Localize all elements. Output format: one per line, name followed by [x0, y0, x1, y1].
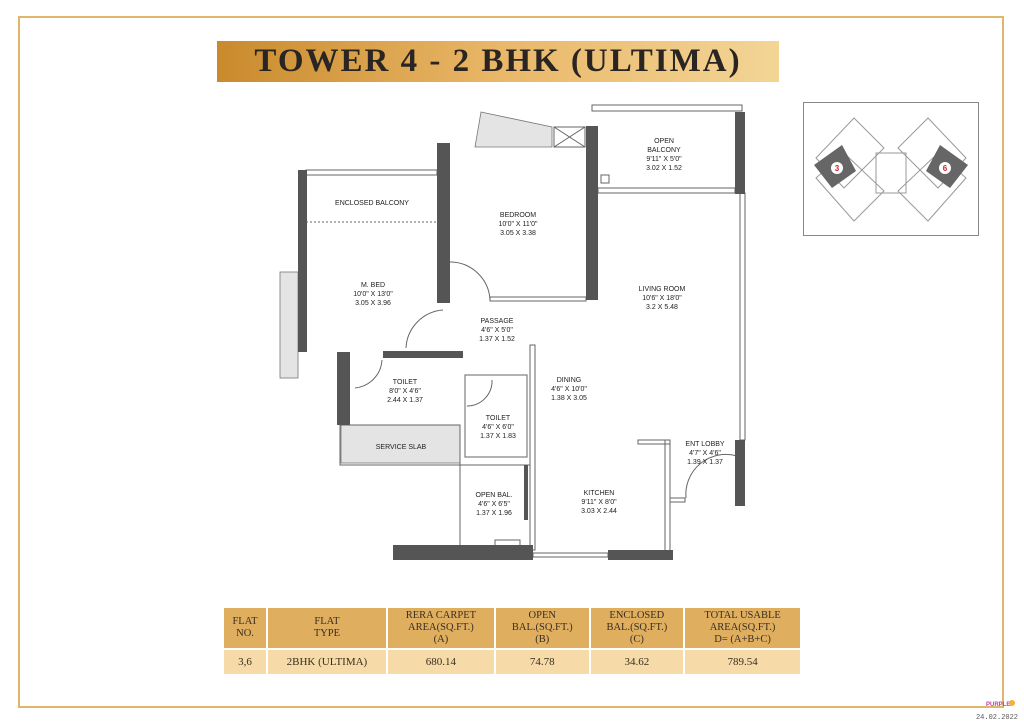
header-line: D= (A+B+C)	[714, 634, 771, 645]
dim-ft: 4'6" X 5'0"	[481, 327, 513, 334]
dim-ft: 4'7" X 4'6"	[689, 450, 721, 457]
shaded-areas	[279, 111, 553, 464]
label-service-slab: SERVICE SLAB	[376, 444, 427, 451]
label-bedroom: BEDROOM	[500, 212, 536, 219]
header-line: (B)	[535, 634, 550, 645]
dim-ft: 10'0" X 11'0"	[498, 221, 538, 228]
label-open-balcony: OPEN	[654, 138, 674, 145]
label-kitchen: KITCHEN	[584, 490, 615, 497]
dim-m: 2.44 X 1.37	[387, 397, 423, 404]
cell-flat-type: 2BHK (ULTIMA)	[266, 648, 388, 676]
key-plan-drawing: 3 6	[814, 117, 968, 222]
key-plan: 3 6	[803, 102, 979, 236]
page-border	[18, 16, 1004, 708]
label-open-balcony-2: BALCONY	[647, 147, 681, 154]
dim-ft: 10'0" X 13'0"	[353, 291, 393, 298]
dim-m: 1.37 X 1.52	[479, 336, 515, 343]
table-row: 3,6 2BHK (ULTIMA) 680.14 74.78 34.62 789…	[221, 648, 802, 676]
header-line: (A)	[433, 634, 449, 645]
dim-ft: 9'11" X 5'0"	[646, 156, 682, 163]
header-line: ENCLOSED	[609, 610, 665, 621]
dim-m: 1.37 X 1.83	[480, 433, 516, 440]
header-line: NO.	[236, 628, 254, 639]
label-enclosed-balcony: ENCLOSED BALCONY	[335, 200, 409, 207]
date-stamp: 24.02.2022	[975, 714, 1018, 722]
logo-text: PURPLE	[986, 702, 1010, 708]
dim-ft: 4'6" X 6'5"	[478, 501, 510, 508]
label-toilet-1: TOILET	[393, 379, 418, 386]
label-ent-lobby: ENT LOBBY	[685, 441, 724, 448]
purple-logo: PURPLE	[986, 700, 1015, 708]
room-labels: ENCLOSED BALCONY M. BED 10'0" X 13'0" 3.…	[335, 138, 725, 517]
label-living-room: LIVING ROOM	[639, 286, 686, 293]
header-line: TYPE	[313, 628, 341, 639]
cell-enclosed-bal: 34.62	[588, 648, 686, 676]
label-dining: DINING	[557, 377, 582, 384]
dim-m: 1.38 X 3.05	[551, 395, 587, 402]
cell-flat-no: 3,6	[221, 648, 269, 676]
label-toilet-2: TOILET	[486, 415, 511, 422]
service-slab-area	[340, 424, 461, 464]
header-line: BAL.(SQ.FT.)	[511, 622, 573, 633]
key-flat-3: 3	[835, 164, 840, 173]
header-line: OPEN	[528, 610, 556, 621]
header-line: AREA(SQ.FT.)	[408, 622, 474, 633]
dim-ft: 4'6" X 10'0"	[551, 386, 587, 393]
key-flat-6: 6	[943, 164, 948, 173]
structural-walls	[298, 112, 745, 560]
dim-ft: 8'0" X 4'6"	[389, 388, 421, 395]
title-banner: TOWER 4 - 2 BHK (ULTIMA)	[217, 41, 779, 82]
side-ledge	[279, 271, 299, 379]
header-line: BAL.(SQ.FT.)	[606, 622, 668, 633]
header-line: RERA CARPET	[405, 610, 477, 621]
header-line: (C)	[629, 634, 644, 645]
dim-ft: 9'11" X 8'0"	[581, 499, 617, 506]
dim-m: 3.05 X 3.38	[500, 230, 536, 237]
label-m-bed: M. BED	[361, 282, 385, 289]
dim-ft: 10'6" X 18'0"	[642, 295, 682, 302]
dim-m: 3.2 X 5.48	[646, 304, 678, 311]
dim-m: 1.39 X 1.37	[687, 459, 723, 466]
header-line: TOTAL USABLE	[704, 610, 781, 621]
page-title: TOWER 4 - 2 BHK (ULTIMA)	[254, 43, 742, 79]
cell-total-usable: 789.54	[683, 648, 802, 676]
cell-open-bal: 74.78	[493, 648, 591, 676]
header-line: FLAT	[314, 616, 340, 627]
dim-m: 3.02 X 1.52	[646, 165, 682, 172]
bay-window	[474, 111, 553, 148]
label-passage: PASSAGE	[481, 318, 514, 325]
dim-m: 1.37 X 1.96	[476, 510, 512, 517]
dim-m: 3.03 X 2.44	[581, 508, 617, 515]
cell-rera-carpet: 680.14	[385, 648, 496, 676]
header-line: AREA(SQ.FT.)	[709, 622, 776, 633]
dim-m: 3.05 X 3.96	[355, 300, 391, 307]
dim-ft: 4'6" X 6'0"	[482, 424, 514, 431]
label-open-bal: OPEN BAL.	[476, 492, 513, 499]
header-line: FLAT	[232, 616, 258, 627]
